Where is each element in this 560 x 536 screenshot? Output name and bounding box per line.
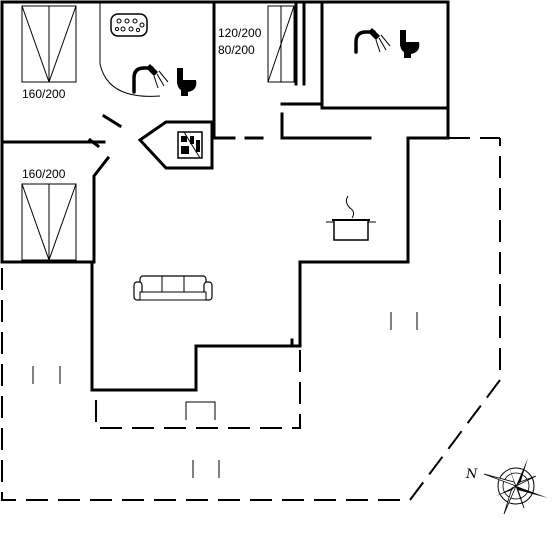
bed-bottom-left: [21, 183, 77, 261]
compass-north-label: N: [465, 467, 478, 482]
terrace-markers: [32, 312, 418, 478]
bed-size-label: 160/200: [22, 167, 66, 181]
compass-rose: [483, 458, 548, 515]
cooking-pot-icon: [326, 195, 376, 241]
shower-icon: [132, 64, 169, 94]
sofa-icon: [133, 275, 213, 301]
shower-icon: [354, 28, 391, 54]
bed-size-label: 160/200: [22, 87, 66, 101]
sauna-stove-icon: [177, 131, 203, 159]
toilet-icon: [177, 68, 197, 96]
bed-size-label: 120/200: [218, 26, 262, 40]
jacuzzi-icon: [110, 13, 148, 37]
bed-top-left: [21, 5, 77, 83]
toilet-icon: [400, 30, 420, 58]
interior-walls: [87, 102, 372, 348]
exterior-walls: [0, 0, 450, 392]
bed-size-label: 80/200: [218, 43, 255, 57]
terrace-outline: [1, 137, 501, 501]
bed-right: [267, 5, 295, 83]
